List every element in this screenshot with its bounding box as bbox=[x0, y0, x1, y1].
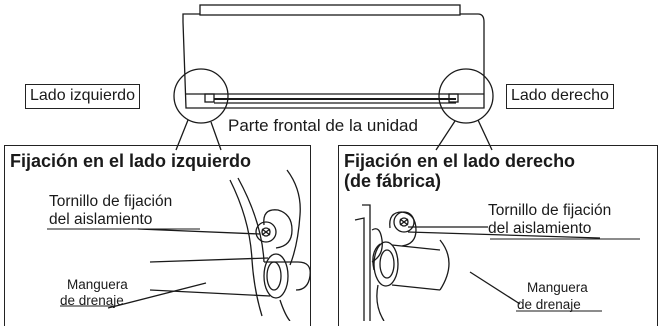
left-hose-leader bbox=[107, 282, 207, 309]
left-panel-title: Fijación en el lado izquierdo bbox=[10, 151, 252, 171]
left-screw-label-line1: Tornillo de fijación bbox=[49, 193, 173, 210]
right-hose-label-line1: Manguera bbox=[527, 280, 588, 295]
right-panel-title-line1: Fijación en el lado derecho bbox=[344, 151, 576, 171]
left-detail-drawing bbox=[149, 169, 311, 321]
left-detail-circle bbox=[173, 68, 229, 124]
left-screw-leader bbox=[137, 228, 261, 235]
right-panel-title-line2: (de fábrica) bbox=[344, 171, 442, 191]
left-screw-label-line2: del aislamiento bbox=[49, 211, 153, 228]
right-screw-label-line1: Tornillo de fijación bbox=[488, 202, 612, 219]
right-side-label: Lado derecho bbox=[506, 84, 614, 109]
left-hose-label-line1: Manguera bbox=[67, 277, 128, 292]
right-screw-label-line2: del aislamiento bbox=[488, 220, 592, 237]
unit-front-caption: Parte frontal de la unidad bbox=[228, 116, 418, 135]
right-hose-leader bbox=[469, 271, 521, 305]
left-detail-panel bbox=[4, 145, 311, 326]
right-detail-circle bbox=[438, 68, 494, 124]
right-detail-drawing bbox=[354, 204, 450, 321]
left-hose-label-line2: de drenaje bbox=[60, 293, 124, 308]
right-detail-panel bbox=[338, 145, 658, 326]
right-hose-label-line2: de drenaje bbox=[517, 297, 581, 312]
indoor-unit bbox=[182, 4, 485, 109]
left-side-label: Lado izquierdo bbox=[25, 84, 140, 109]
